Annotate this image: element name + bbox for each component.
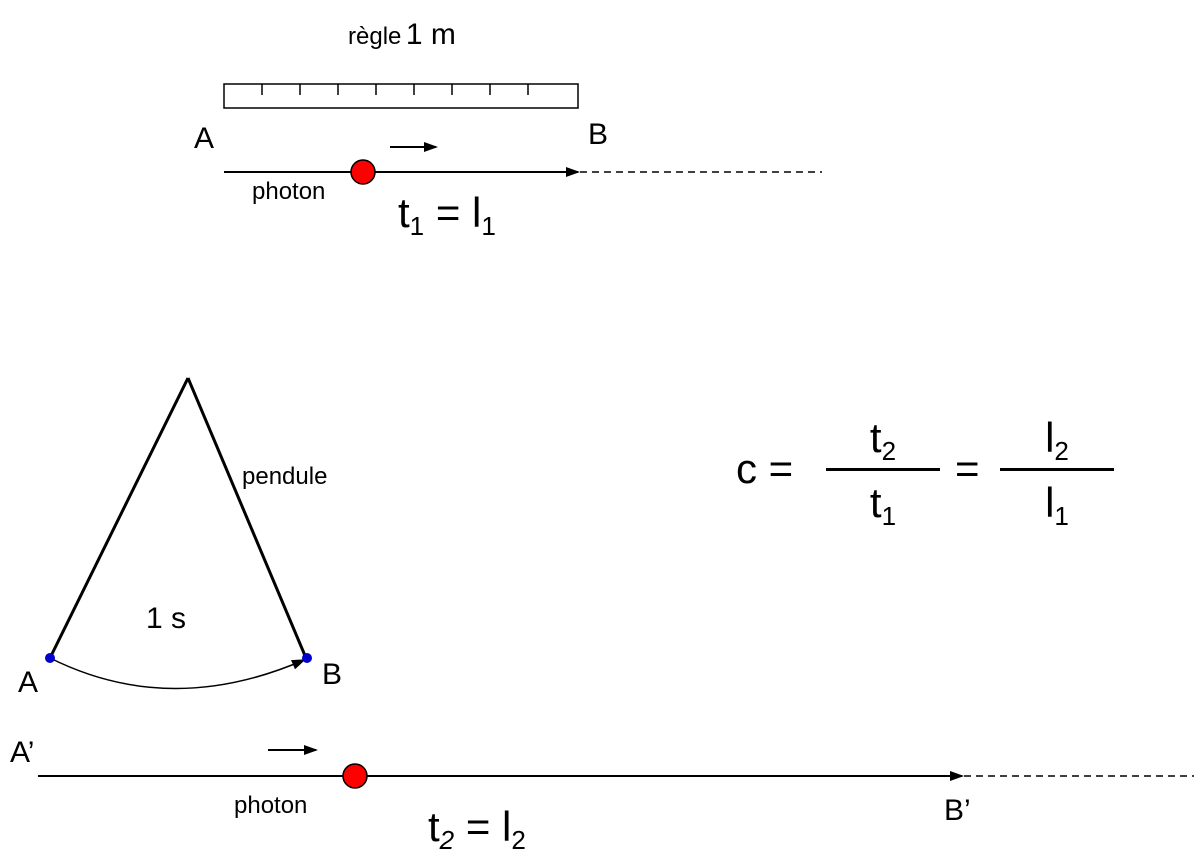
top-photon-label: photon <box>252 178 326 205</box>
pendulum-point-a-label: A <box>18 666 39 699</box>
formula-fraction-times: t2 t1 <box>826 414 940 532</box>
top-point-a-label: A <box>194 122 215 155</box>
pendulum <box>45 377 312 690</box>
ruler-ticks <box>261 84 529 95</box>
bottom-point-b-label: B’ <box>944 794 971 827</box>
ruler-label-value: 1 m <box>405 18 456 51</box>
pendulum-point-b <box>302 653 312 663</box>
bottom-point-a-label: A’ <box>10 736 35 769</box>
fraction-lengths-numerator: l2 <box>1045 414 1069 467</box>
fraction-lengths-denominator: l1 <box>1045 479 1069 532</box>
fraction-times-numerator: t2 <box>869 414 897 467</box>
fraction-times-denominator: t1 <box>869 479 897 532</box>
top-equation: t1 = l1 <box>398 189 496 242</box>
bottom-photon <box>342 763 368 789</box>
ruler-label: règle 1 m <box>348 20 456 50</box>
formula-fraction-lengths: l2 l1 <box>1000 414 1114 532</box>
ruler-label-prefix: règle <box>348 23 402 50</box>
top-point-b-label: B <box>588 118 609 151</box>
pendulum-label: pendule <box>242 463 328 490</box>
pendulum-period: 1 s <box>146 602 187 635</box>
ruler-body <box>223 83 579 109</box>
pendulum-left-arm <box>48 377 190 659</box>
pendulum-point-a <box>45 653 55 663</box>
fraction-lengths-bar <box>1000 468 1114 471</box>
pendulum-point-b-label: B <box>322 658 343 691</box>
top-photon <box>350 159 376 185</box>
fraction-times-bar <box>826 468 940 471</box>
pendulum-swing-arc <box>49 657 306 690</box>
ruler <box>223 83 579 109</box>
pendulum-right-arm <box>186 377 308 659</box>
formula-equals: = <box>955 445 980 492</box>
bottom-equation: t2 = l2 <box>428 803 526 855</box>
formula-lhs: c = <box>736 445 794 492</box>
bottom-photon-label: photon <box>234 792 308 819</box>
